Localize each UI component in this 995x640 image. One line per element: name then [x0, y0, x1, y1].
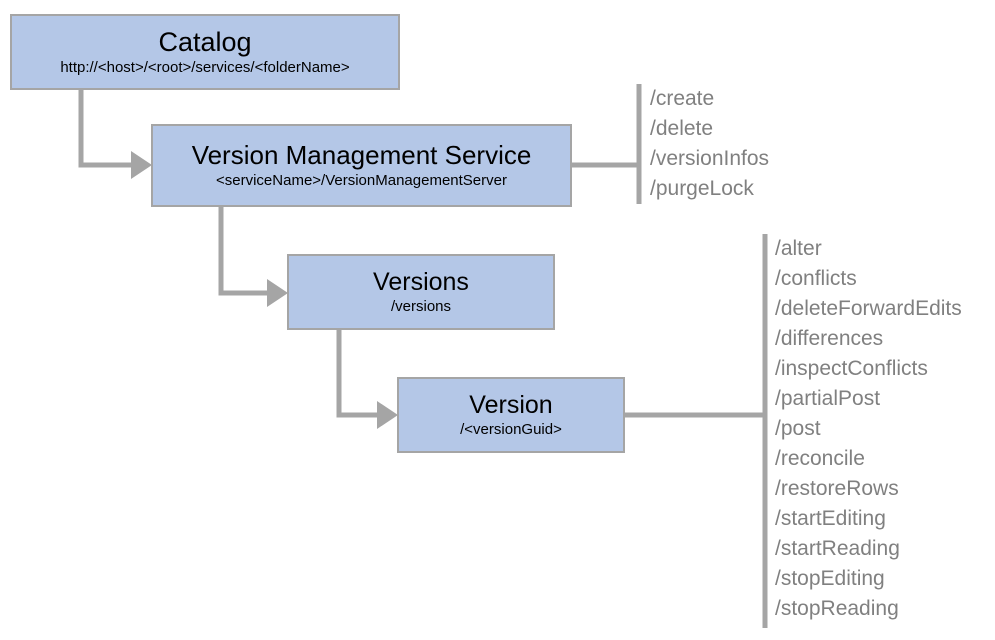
connector-service-to-versions [218, 207, 288, 307]
node-version-management-service-title: Version Management Service [191, 139, 532, 170]
operation-item: /create [650, 87, 715, 110]
operation-item: /conflicts [775, 267, 857, 290]
operation-item: /stopReading [775, 597, 899, 620]
operation-item: /reconcile [775, 447, 865, 470]
connector-service-to-operations [572, 84, 642, 204]
operation-item: /startEditing [775, 507, 886, 530]
operation-item: /stopEditing [775, 567, 885, 590]
connector-version-to-operations [625, 234, 768, 628]
node-version-management-service-subtitle: <serviceName>/VersionManagementServer [216, 172, 507, 190]
node-catalog-title: Catalog [158, 26, 252, 57]
operation-item: /inspectConflicts [775, 357, 928, 380]
node-version-title: Version [469, 390, 553, 419]
service-operations-list: /create/delete/versionInfos/purgeLock [650, 84, 769, 204]
operation-item: /purgeLock [650, 177, 754, 200]
node-versions[interactable]: Versions /versions [287, 254, 555, 330]
operation-item: /post [775, 417, 821, 440]
connector-versions-to-version [336, 330, 398, 429]
node-versions-title: Versions [373, 267, 469, 296]
node-version[interactable]: Version /<versionGuid> [397, 377, 625, 453]
connector-catalog-to-service [78, 90, 152, 179]
node-versions-subtitle: /versions [390, 298, 452, 316]
node-version-subtitle: /<versionGuid> [460, 421, 562, 439]
operation-item: /alter [775, 237, 822, 260]
operation-item: /differences [775, 327, 884, 350]
node-catalog-subtitle: http://<host>/<root>/services/<folderNam… [60, 59, 350, 77]
node-version-management-service[interactable]: Version Management Service <serviceName>… [151, 124, 572, 207]
operation-item: /delete [650, 117, 714, 140]
node-catalog[interactable]: Catalog http://<host>/<root>/services/<f… [10, 14, 400, 90]
operation-item: /deleteForwardEdits [775, 297, 962, 320]
operation-item: /partialPost [775, 387, 881, 410]
operation-item: /versionInfos [650, 147, 770, 170]
operation-item: /restoreRows [775, 477, 899, 500]
operation-item: /startReading [775, 537, 900, 560]
version-operations-list: /alter/conflicts/deleteForwardEdits/diff… [775, 234, 962, 624]
